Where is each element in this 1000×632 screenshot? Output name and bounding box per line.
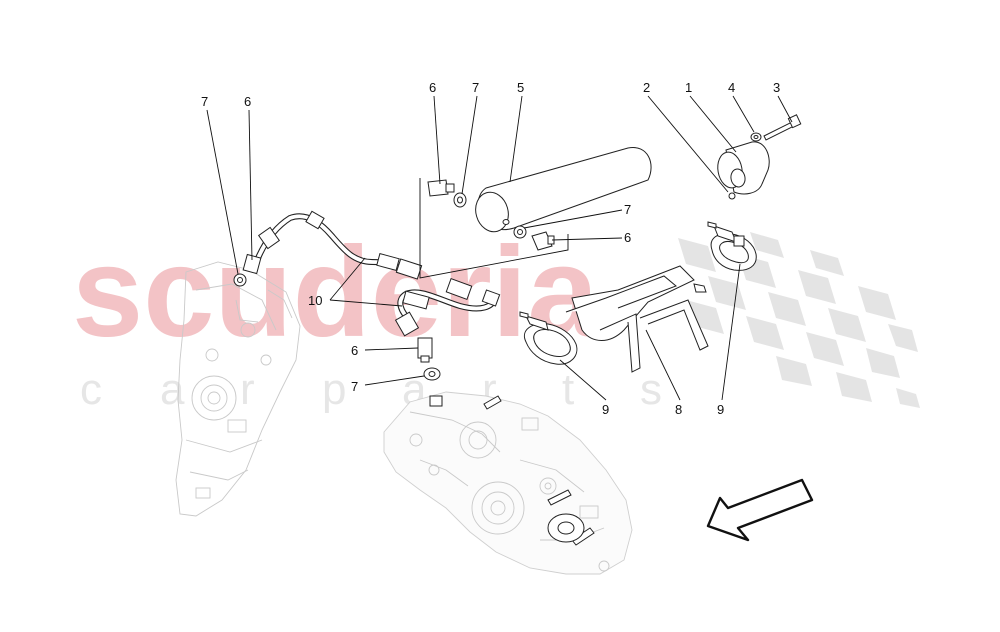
stud-bolt-icon <box>483 395 502 410</box>
callout-3: 3 <box>773 80 780 95</box>
direction-arrow-icon <box>706 478 814 542</box>
stud-bolt-icon <box>571 527 595 546</box>
watermark-brand: scuderia <box>72 221 599 364</box>
watermark-letter: p <box>322 365 346 414</box>
watermark-letter: r <box>240 365 255 414</box>
callout-6: 6 <box>429 80 436 95</box>
pipe-nut <box>395 258 423 280</box>
union-fitting <box>242 253 262 275</box>
checkered-flag-watermark <box>678 232 920 408</box>
pipe-nut <box>445 278 473 300</box>
callout-10: 10 <box>308 293 322 308</box>
callout-8: 8 <box>675 402 682 417</box>
callout-7: 7 <box>472 80 479 95</box>
callout-4: 4 <box>728 80 735 95</box>
union-fitting <box>531 231 553 251</box>
callout-7: 7 <box>624 202 631 217</box>
callout-9: 9 <box>717 402 724 417</box>
engine-block-center <box>383 391 633 575</box>
callout-7: 7 <box>201 94 208 109</box>
pipe-nut <box>394 311 420 337</box>
watermark-letter: c <box>80 365 102 414</box>
callout-9: 9 <box>602 402 609 417</box>
callout-5: 5 <box>517 80 524 95</box>
union-fitting <box>427 179 449 197</box>
union-fitting <box>417 337 433 359</box>
stud-bolt-icon <box>547 489 572 506</box>
callout-6: 6 <box>351 343 358 358</box>
watermark-letter: s <box>640 365 662 414</box>
oil-tank <box>427 147 652 251</box>
watermark-letter: t <box>562 365 574 414</box>
brackets-and-clamps <box>519 221 757 373</box>
callouts: 7 6 6 7 5 2 1 4 3 7 6 10 6 7 9 8 9 <box>201 80 780 417</box>
o-ring <box>728 192 736 200</box>
callout-6: 6 <box>244 94 251 109</box>
callout-1: 1 <box>685 80 692 95</box>
leader-lines <box>206 95 793 401</box>
watermark-letter: a <box>160 365 185 414</box>
engine-block-left <box>175 261 301 517</box>
engine-port <box>429 395 443 407</box>
callout-7: 7 <box>351 379 358 394</box>
callout-2: 2 <box>643 80 650 95</box>
callout-6: 6 <box>624 230 631 245</box>
pump-assembly <box>717 114 802 200</box>
bolt <box>763 121 795 141</box>
